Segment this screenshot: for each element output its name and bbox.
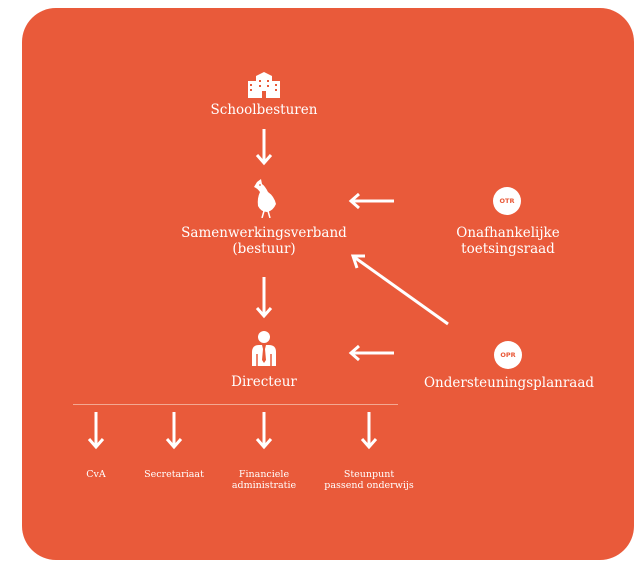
otr-label: Onafhankelijke toetsingsraad (430, 225, 586, 257)
sub-node-cva: CvA (66, 469, 126, 481)
bird-icon (254, 179, 276, 218)
opr-label: Ondersteuningsplanraad (423, 375, 595, 391)
samenwerkingsverband-line2: (bestuur) (232, 240, 296, 257)
arrow-directeur-to-financiele (255, 412, 273, 450)
sub-node-financiele-administratie: Financiele administratie (219, 469, 309, 492)
arrow-otr-to-swv (348, 192, 394, 210)
sub-node-secretariaat: Secretariaat (129, 469, 219, 481)
opr-badge: OPR (494, 341, 522, 369)
sub-node-line1: CvA (86, 469, 106, 480)
school-buildings-icon (248, 72, 280, 98)
arrow-directeur-to-steunpunt (360, 412, 378, 450)
arrow-swv-to-directeur (255, 277, 273, 319)
divider-line (73, 404, 398, 405)
sub-node-line2: passend onderwijs (324, 479, 414, 491)
person-in-suit-icon (252, 331, 276, 366)
directeur-label: Directeur (231, 374, 297, 390)
otr-line1: Onafhankelijke (456, 225, 560, 241)
arrow-schoolbesturen-to-swv (255, 129, 273, 166)
samenwerkingsverband-line1: Samenwerkingsverband (181, 225, 347, 241)
arrow-directeur-to-cva (87, 412, 105, 450)
sub-node-line1: Steunpunt (343, 469, 395, 480)
sub-node-line1: Secretariaat (144, 469, 204, 480)
samenwerkingsverband-label: Samenwerkingsverband (bestuur) (164, 225, 364, 257)
sub-node-line1: Financiele (238, 469, 290, 480)
schoolbesturen-label: Schoolbesturen (210, 102, 318, 118)
sub-node-steunpunt: Steunpunt passend onderwijs (314, 469, 424, 492)
arrow-opr-to-directeur (348, 344, 394, 362)
otr-line2: toetsingsraad (461, 240, 555, 257)
sub-node-line2: administratie (231, 479, 297, 491)
arrow-opr-to-swv (350, 254, 449, 326)
arrow-directeur-to-secretariaat (165, 412, 183, 450)
org-chart-card (22, 8, 634, 560)
otr-badge: OTR (493, 187, 521, 215)
